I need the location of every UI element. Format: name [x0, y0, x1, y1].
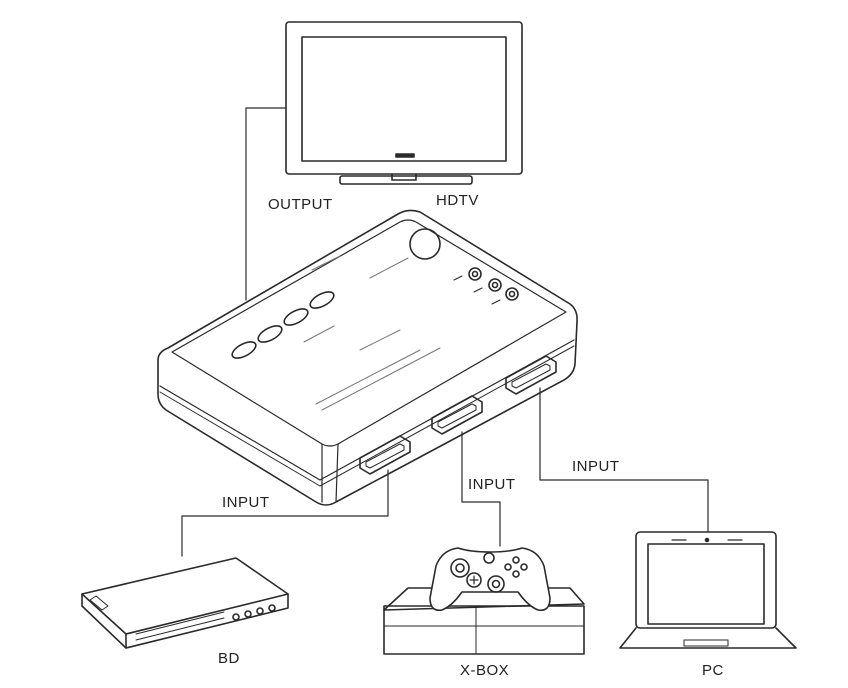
- bd-player-icon: [81, 557, 289, 649]
- cable-xbox: [461, 431, 501, 547]
- pc-label: PC: [702, 662, 724, 679]
- cables: [181, 107, 709, 557]
- hdtv-label: HDTV: [436, 192, 479, 209]
- output-label: OUTPUT: [268, 196, 333, 213]
- cable-bd: [181, 469, 389, 557]
- bd-label: BD: [218, 650, 240, 667]
- hdmi-port-2: [431, 395, 483, 435]
- input-label-xbox: INPUT: [468, 476, 516, 493]
- hdmi-switch-icon: [157, 209, 578, 506]
- cable-pc: [539, 387, 709, 533]
- xbox-controller-icon: [429, 547, 551, 612]
- cable-output: [245, 107, 287, 301]
- hdmi-port-3: [505, 355, 557, 395]
- input-label-bd: INPUT: [222, 494, 270, 511]
- pc-laptop-icon: [619, 531, 797, 649]
- input-label-pc: INPUT: [572, 458, 620, 475]
- hdmi-port-1: [359, 435, 411, 475]
- hdtv-icon: [285, 21, 523, 185]
- xbox-label: X-BOX: [460, 662, 510, 679]
- xbox-console-icon: [383, 587, 585, 655]
